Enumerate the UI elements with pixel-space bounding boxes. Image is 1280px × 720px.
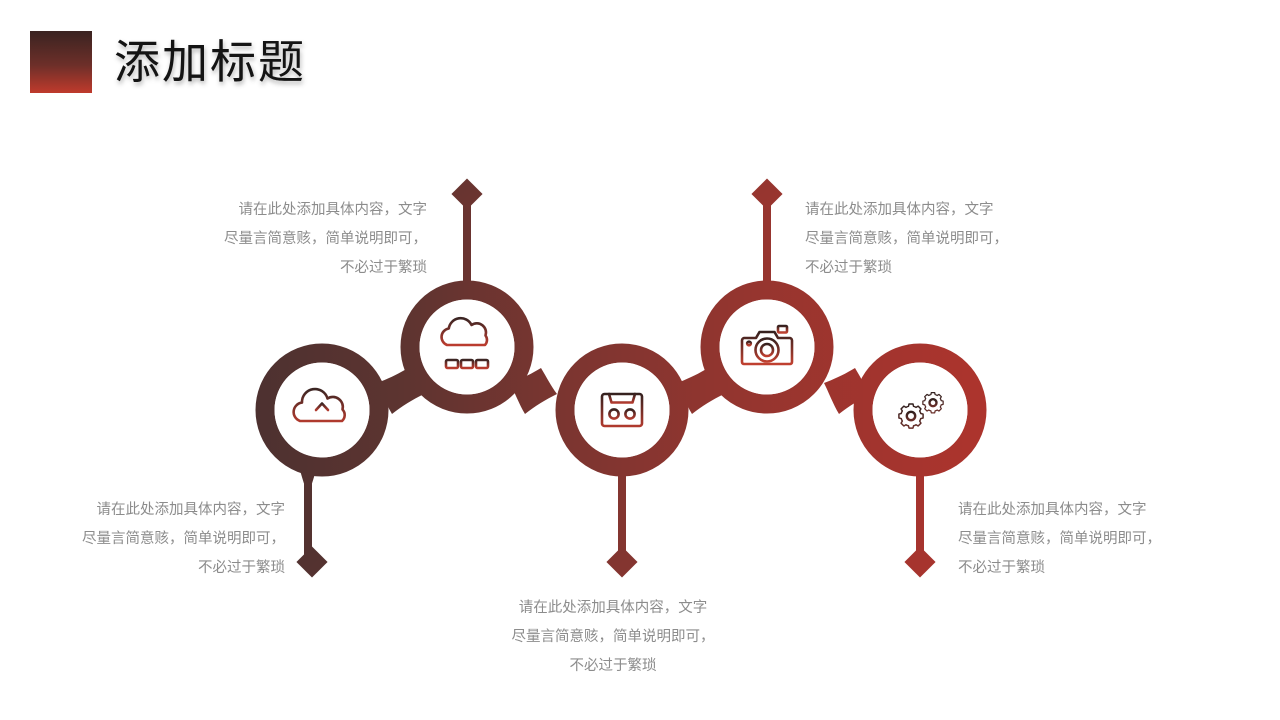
diamond-node-2	[451, 178, 483, 210]
ring-junctions	[377, 368, 871, 414]
interior-node-3	[574, 362, 670, 458]
junction-2-3	[510, 368, 557, 414]
ring-node-2	[400, 280, 534, 414]
diamond-node-5	[904, 546, 936, 578]
ring-node-5	[853, 343, 987, 477]
caption-node-2: 请在此处添加具体内容，文字 尽量言简意赅，简单说明即可， 不必过于繁琐	[224, 202, 427, 276]
gradient-square-marker-icon	[30, 31, 92, 93]
caption-node-5: 请在此处添加具体内容，文字 尽量言简意赅，简单说明即可， 不必过于繁琐	[958, 502, 1161, 576]
gears-icon	[898, 391, 944, 429]
caption-node-4: 请在此处添加具体内容，文字 尽量言简意赅，简单说明即可， 不必过于繁琐	[805, 202, 1008, 276]
cassette-tape-icon	[600, 392, 644, 428]
stem-bar-node-2	[463, 196, 471, 292]
stem-bar-node-4	[763, 196, 771, 292]
diamond-node-3	[606, 546, 638, 578]
page-title: 添加标题	[114, 35, 306, 89]
cloud-network-icon	[440, 316, 490, 370]
diamond-node-1	[296, 546, 328, 578]
circle-rings	[255, 280, 987, 477]
diamond-node-4	[751, 178, 783, 210]
ring-node-1	[255, 343, 389, 477]
caption-node-1: 请在此处添加具体内容，文字 尽量言简意赅，简单说明即可， 不必过于繁琐	[82, 502, 285, 576]
stem-bar-node-5	[916, 462, 924, 560]
interior-node-4	[719, 299, 815, 395]
stem-bar-node-3	[618, 462, 626, 560]
junction-4-5	[824, 368, 871, 414]
stem-bar-node-1	[304, 462, 312, 560]
page-title-block: 添加标题	[30, 22, 306, 102]
ring-node-4	[700, 280, 834, 414]
cloud-upload-icon	[292, 387, 346, 425]
junction-1-2	[377, 368, 424, 414]
caption-node-3: 请在此处添加具体内容，文字 尽量言简意赅，简单说明即可， 不必过于繁琐	[511, 600, 715, 674]
junction-3-4	[677, 368, 724, 414]
ring-node-3	[555, 343, 689, 477]
camera-icon	[740, 324, 794, 366]
